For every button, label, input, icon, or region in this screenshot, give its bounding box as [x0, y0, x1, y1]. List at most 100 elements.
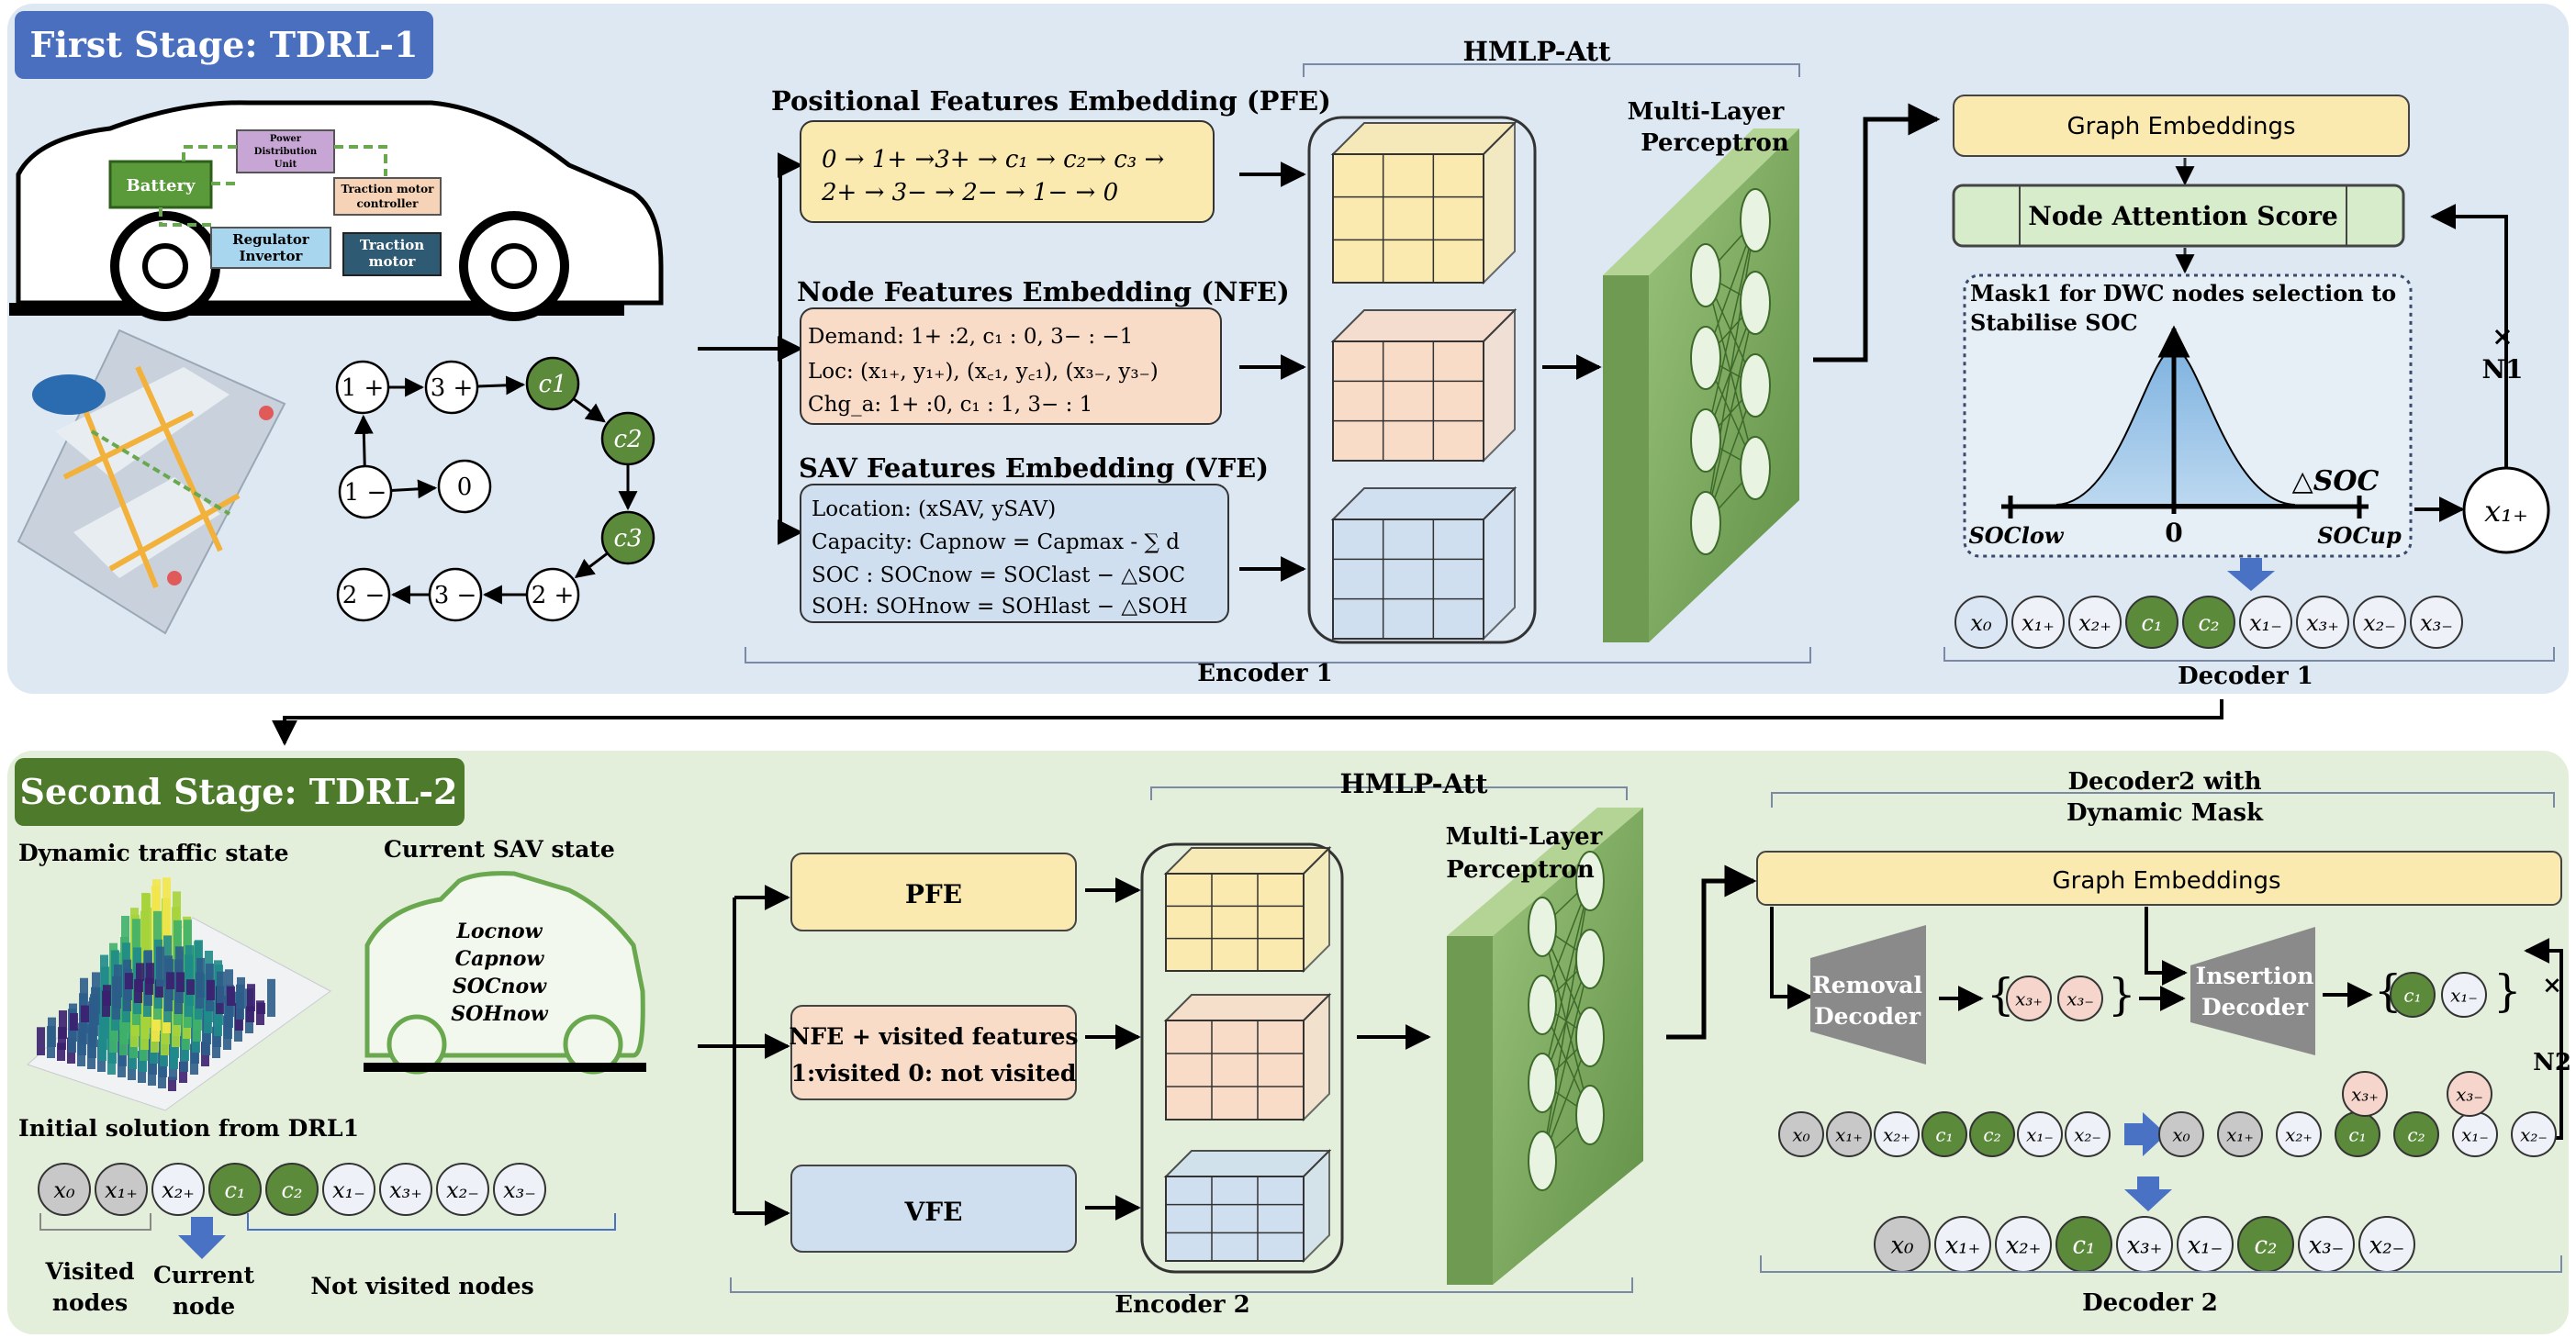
vfe-line4: SOH: SOHnow = SOHlast − △SOH — [812, 595, 1188, 619]
mlp-label-stage1-line2: Perceptron — [1641, 129, 1789, 157]
final-node-label: x₀ — [1890, 1232, 1914, 1260]
sequence-after-node — [2276, 1111, 2322, 1157]
graph-embeddings-label-stage2: Graph Embeddings — [2052, 867, 2280, 895]
sequence-before-node-label: c₁ — [1935, 1124, 1953, 1146]
mlp-block-stage1 — [1603, 128, 1799, 642]
graph-node-label: 3 + — [431, 374, 474, 402]
final-node-label: c₂ — [2255, 1232, 2278, 1260]
decoder1-node — [2296, 596, 2349, 649]
sequence-before-node-label: c₂ — [1983, 1124, 2000, 1146]
insertion-decoder-line1: Insertion — [2196, 963, 2314, 989]
inserted-node-label: x₁₋ — [2450, 985, 2478, 1007]
inserted-marker-node — [2342, 1071, 2388, 1117]
init-solution-node — [38, 1163, 91, 1216]
n1-times-label: × — [2492, 321, 2513, 351]
regulator-box — [210, 227, 331, 269]
inserted-node — [2441, 972, 2487, 1018]
graph-node — [525, 567, 580, 622]
neuron — [1690, 326, 1721, 390]
sequence-before-node-label: x₀ — [1792, 1124, 1809, 1146]
neuron — [1528, 897, 1557, 957]
graph-node — [437, 459, 492, 514]
sequence-before-node — [1921, 1111, 1967, 1157]
inserted-node-markers: x₃₊x₃₋ — [2342, 1071, 2492, 1117]
pfe-line2: 2+ → 3− → 2− → 1− → 0 — [821, 179, 1118, 206]
graph-embeddings-label-stage1: Graph Embeddings — [2066, 113, 2295, 140]
decoder1-node-label: x₁₋ — [2249, 610, 2282, 636]
pfe-title: Positional Features Embedding (PFE) — [771, 85, 1331, 117]
sequence-before-node-label: x₁₋ — [2026, 1124, 2054, 1146]
delta-soc-label: △SOC — [2292, 465, 2380, 497]
graph-node — [600, 411, 655, 466]
nfe-line3: Chg_a: 1+ :0, c₁ : 1, 3− : 1 — [808, 393, 1092, 417]
cube-stack-frame-stage1 — [1307, 116, 1537, 644]
sequence-before-node-label: x₁₊ — [1835, 1124, 1863, 1146]
sequence-after-node-label: x₁₊ — [2226, 1124, 2254, 1146]
neuron — [1528, 1131, 1557, 1191]
visited-label-line1: Visited — [45, 1258, 135, 1285]
decoder1-node-label: x₀ — [1970, 610, 1992, 636]
pfe-box-stage2 — [790, 853, 1077, 931]
rear-wheel-icon — [459, 211, 569, 321]
mask1-title-line1: Mask1 for DWC nodes selection to — [1970, 280, 2396, 307]
vfe-box-stage2 — [790, 1165, 1077, 1253]
vfe-cube — [1163, 1148, 1332, 1264]
ev-car-icon — [32, 374, 106, 415]
traction-controller-line2: controller — [357, 197, 420, 210]
sav-car-outline — [364, 871, 646, 1075]
traffic-3d-histogram — [27, 877, 331, 1111]
sequence-after-node-label: c₂ — [2407, 1124, 2425, 1146]
decoder1-node-label: x₃₊ — [2306, 610, 2339, 636]
encoder1-label: Encoder 1 — [1197, 660, 1332, 687]
final-node-label: x₃₋ — [2309, 1232, 2345, 1260]
removal-decoder-shape — [1810, 925, 1926, 1065]
neuron — [1740, 188, 1771, 252]
sequence-after-node-label: x₀ — [2172, 1124, 2190, 1146]
current-label-line2: node — [173, 1293, 235, 1320]
power-unit-line1: Power — [270, 134, 302, 144]
final-node-label: x₂₋ — [2369, 1232, 2405, 1260]
sav-state-loc: Locnow — [455, 920, 543, 943]
pfe-box — [800, 120, 1215, 223]
neuron — [1575, 851, 1605, 911]
neuron — [1575, 929, 1605, 989]
decoder1-node — [2125, 596, 2178, 649]
n1-label: N1 — [2481, 354, 2523, 385]
mlp-block-stage2 — [1447, 808, 1643, 1285]
sequence-after-node-label: c₁ — [2348, 1124, 2366, 1146]
node-attention-box — [1952, 184, 2405, 248]
init-solution-node — [379, 1163, 432, 1216]
init-solution-node-label: c₁ — [224, 1177, 245, 1203]
vfe-line3: SOC : SOCnow = SOClast − △SOC — [812, 563, 1185, 587]
init-solution-title: Initial solution from DRL1 — [18, 1115, 359, 1142]
neuron — [1528, 975, 1557, 1035]
decoder2-title-line2: Dynamic Mask — [2066, 799, 2264, 827]
neuron — [1690, 408, 1721, 473]
vfe-label-stage2: VFE — [904, 1197, 963, 1227]
removed-node-label: x₃₊ — [2015, 988, 2043, 1010]
decoder1-node — [2410, 596, 2463, 649]
hmlp-title-stage1: HMLP-Att — [1463, 36, 1612, 67]
nfe-cube — [1330, 307, 1518, 463]
node-attention-label: Node Attention Score — [2028, 201, 2338, 231]
sav-state-soh: SOHnow — [451, 1002, 549, 1026]
pfe-label-stage2: PFE — [905, 879, 962, 909]
init-solution-node — [265, 1163, 319, 1216]
init-solution-node-label: x₁₊ — [105, 1177, 138, 1203]
next-node-label: x₁₊ — [2484, 494, 2528, 529]
sequence-after-node-label: x₂₊ — [2285, 1124, 2313, 1146]
init-solution-node-label: x₃₋ — [503, 1177, 536, 1203]
final-node-label: x₃₊ — [2127, 1232, 2163, 1260]
init-solution-node-label: x₁₋ — [332, 1177, 365, 1203]
decoder1-node-label: x₃₋ — [2420, 610, 2453, 636]
nfe-line2: Loc: (x₁₊, y₁₊), (x꜀₁, y꜀₁), (x₃₋, y₃₋) — [808, 360, 1159, 384]
nfe-box — [800, 307, 1222, 425]
sequence-after-node — [2393, 1111, 2439, 1157]
graph-embeddings-box-stage1 — [1953, 95, 2410, 157]
graph-node-label: c2 — [613, 426, 642, 453]
not-visited-label: Not visited nodes — [310, 1273, 533, 1299]
graph-node — [424, 360, 479, 415]
